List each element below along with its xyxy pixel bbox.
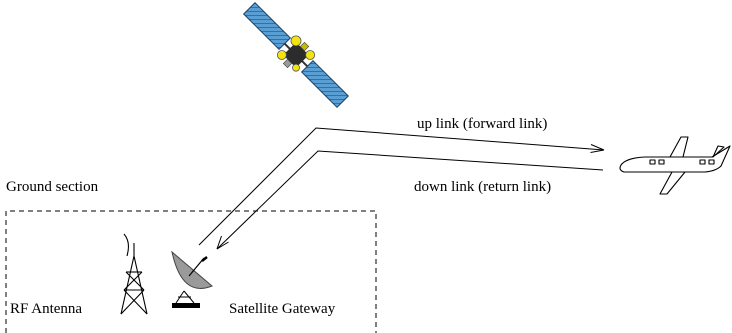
rf-antenna-tower-icon [120,233,148,315]
ground-section-label: Ground section [6,179,99,195]
up-link-label: up link (forward link) [417,116,548,132]
airplane-icon [619,136,731,195]
satellite-gateway-label: Satellite Gateway [229,301,336,317]
satellite-dish-icon [171,250,213,308]
down-link-path [216,150,604,250]
rf-antenna-label: RF Antenna [10,301,83,317]
down-link-label: down link (return link) [414,179,552,195]
ground-section-box [5,210,377,333]
down-link-arrowhead [216,235,229,250]
up-link-path [198,127,605,246]
up-link-arrowhead [590,144,605,153]
satellite-icon [242,1,350,109]
